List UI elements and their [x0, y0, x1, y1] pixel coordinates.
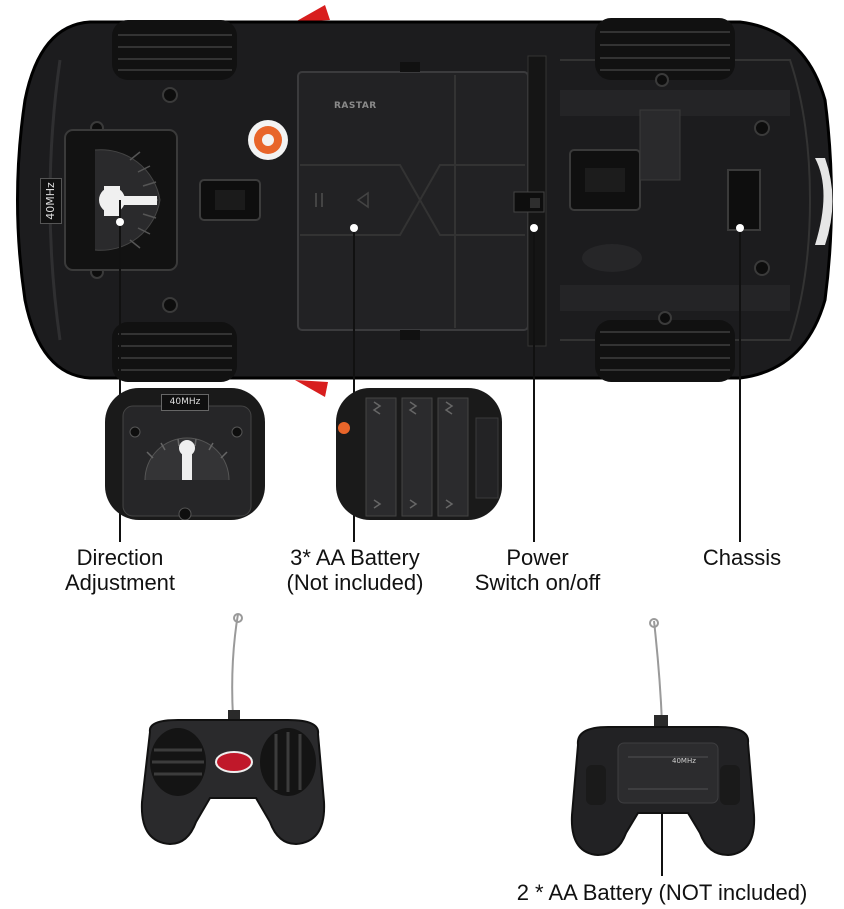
steering-wheel	[260, 728, 316, 796]
chassis-callout-label: Chassis	[680, 545, 804, 570]
remote-front-drawing	[140, 613, 326, 846]
battery-callout-line2: (Not included)	[286, 570, 424, 595]
power-callout-label: Power Switch on/off	[455, 545, 620, 595]
direction-detail-inset: 40MHz	[105, 388, 265, 520]
throttle-wheel	[150, 728, 206, 796]
remote-frequency-tag: 40MHz	[672, 757, 696, 765]
rear-right-wheel	[595, 320, 735, 382]
inset-frequency-tag: 40MHz	[161, 394, 209, 411]
direction-callout-line2: Adjustment	[64, 570, 176, 595]
front-left-wheel	[112, 20, 237, 80]
remote-battery-callout-line1: 2 * AA Battery (NOT included)	[516, 880, 808, 905]
remote-control-back: 40MHz	[568, 615, 758, 860]
direction-callout-label: Direction Adjustment	[30, 545, 210, 595]
battery-callout-label: 3* AA Battery (Not included)	[255, 545, 455, 595]
rear-left-wheel	[595, 18, 735, 80]
power-callout-line2: Switch on/off	[474, 570, 601, 595]
battery-callout-dot	[350, 224, 358, 232]
brand-badge	[215, 751, 253, 773]
remote-control-front	[138, 612, 328, 852]
front-right-wheel	[112, 322, 237, 382]
remote-frequency-tag-text: 40MHz	[672, 757, 696, 765]
remote-back-drawing	[570, 618, 756, 857]
battery-detail-inset	[336, 388, 502, 520]
brand-mark: RASTAR	[334, 101, 377, 111]
power-callout-dot	[530, 224, 538, 232]
brand-mark-text: RASTAR	[334, 101, 377, 111]
direction-callout-line1: Direction	[76, 545, 164, 570]
chassis-callout-dot	[736, 224, 744, 232]
battery-callout-line1: 3* AA Battery	[290, 545, 420, 570]
direction-callout-dot	[116, 218, 124, 226]
remote-battery-callout-label: 2 * AA Battery (NOT included)	[486, 880, 838, 905]
power-callout-line1: Power	[506, 545, 569, 570]
chassis-callout-line1: Chassis	[702, 545, 782, 570]
battery-detail-drawing	[336, 388, 502, 520]
inset-frequency-tag-text: 40MHz	[169, 397, 201, 407]
